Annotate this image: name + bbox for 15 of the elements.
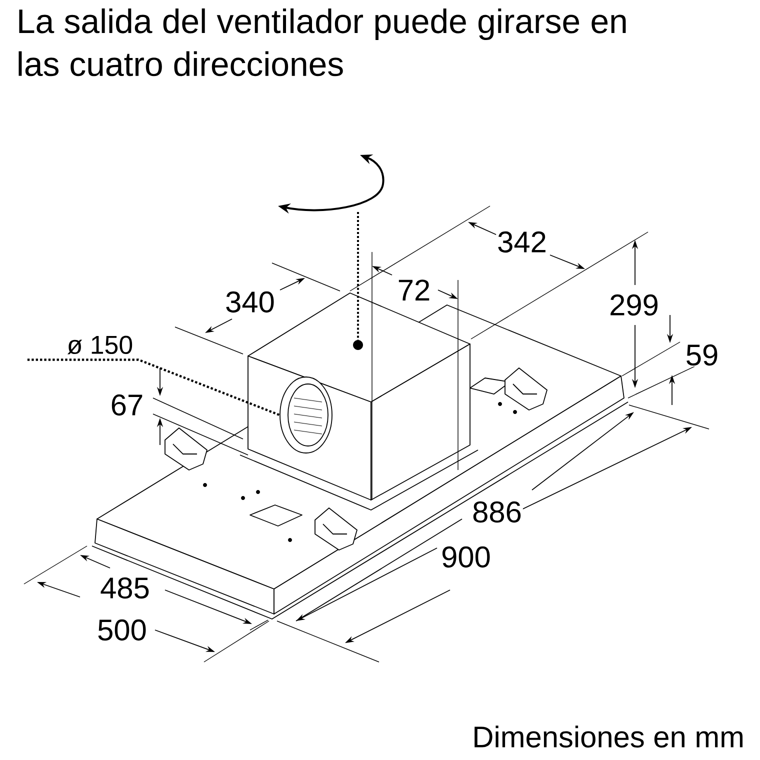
dimension-label: 886 [471, 500, 523, 524]
dimension-label: 500 [96, 618, 148, 642]
fan-outlet [280, 376, 332, 454]
title: La salida del ventilador puede girarse en las cuatro direcciones [18, 8, 626, 76]
leader-line [27, 358, 280, 416]
dimension-label: 485 [99, 576, 151, 600]
dimension-label: 67 [109, 393, 145, 417]
dimension-label: 900 [440, 545, 492, 569]
dimension-label: 72 [396, 278, 432, 302]
note: Dimensiones en mm [474, 726, 743, 748]
dimension-label: 299 [608, 293, 660, 317]
dimension-label: 340 [224, 290, 276, 314]
dimension-label: 342 [496, 230, 548, 254]
dimension-label: ø 150 [67, 336, 132, 354]
dimension-label: 59 [684, 343, 720, 367]
